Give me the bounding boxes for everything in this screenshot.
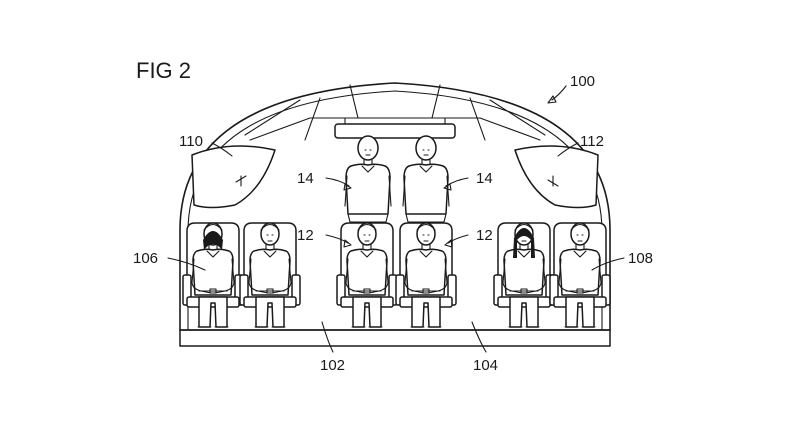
leader-lines: [167, 85, 625, 353]
overhead-bin-left: [191, 145, 276, 209]
reference-labels: 100 110 112 14 14 12 12 106 108 102 104: [133, 73, 653, 374]
label-14-right: 14: [476, 170, 493, 187]
upper-passenger-right: [402, 135, 450, 223]
label-106: 106: [133, 250, 158, 267]
label-110: 110: [179, 133, 203, 150]
label-112: 112: [580, 133, 604, 150]
overhead-bin-right: [514, 145, 599, 209]
figure-title: FIG 2: [136, 58, 191, 83]
cabin-floor: [179, 329, 611, 347]
label-108: 108: [628, 250, 653, 267]
label-104: 104: [473, 357, 498, 374]
label-14-left: 14: [297, 170, 314, 187]
label-12-left: 12: [297, 227, 314, 244]
label-12-right: 12: [476, 227, 493, 244]
seat-row-center: [336, 222, 457, 328]
seat-row-left: [182, 222, 301, 328]
label-100: 100: [570, 73, 595, 90]
ceiling-panel: [334, 123, 456, 139]
label-102: 102: [320, 357, 345, 374]
upper-passenger-left: [344, 135, 392, 223]
seat-row-right: [493, 222, 611, 328]
